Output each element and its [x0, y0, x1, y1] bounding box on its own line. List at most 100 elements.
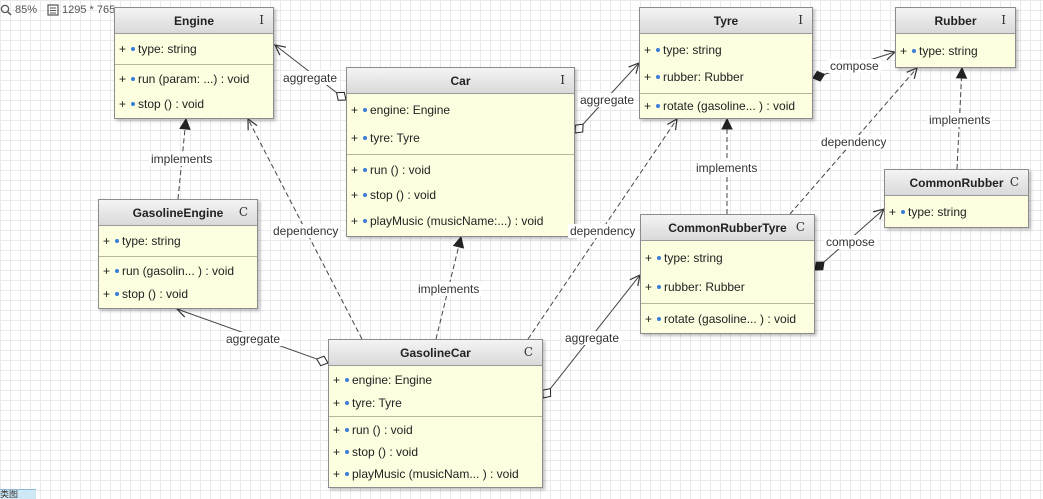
attribute-row[interactable]: +type: string	[99, 234, 257, 248]
member-dot-icon	[115, 292, 119, 297]
public-visibility-icon: +	[644, 70, 652, 85]
implements-edge[interactable]	[435, 235, 465, 340]
member-text: type: string	[138, 42, 197, 56]
interface-stereotype-icon: I	[560, 73, 565, 87]
operation-row[interactable]: +playMusic (musicName:...) : void	[347, 214, 574, 228]
member-text: stop () : void	[370, 188, 437, 203]
public-visibility-icon: +	[333, 423, 341, 437]
attribute-row[interactable]: +engine: Engine	[329, 373, 542, 387]
realization-arrowhead	[179, 117, 191, 131]
canvas-size-indicator: 1295 * 765	[47, 4, 115, 16]
relation-label: aggregate	[578, 93, 637, 107]
public-visibility-icon: +	[103, 263, 111, 278]
public-visibility-icon: +	[645, 250, 653, 265]
public-visibility-icon: +	[119, 72, 127, 87]
aggregation-diamond	[574, 123, 584, 134]
member-dot-icon	[345, 450, 349, 454]
operation-row[interactable]: +stop () : void	[115, 97, 273, 111]
relation-label: implements	[927, 113, 993, 127]
public-visibility-icon: +	[351, 131, 359, 145]
member-text: rotate (gasoline... ) : void	[664, 311, 797, 326]
realization-arrowhead	[452, 235, 465, 249]
attribute-row[interactable]: +type: string	[885, 205, 1028, 219]
aggregation-diamond	[335, 91, 347, 101]
member-text: stop () : void	[138, 96, 205, 111]
public-visibility-icon: +	[103, 234, 111, 248]
canvas-size: 1295 * 765	[62, 4, 116, 16]
attribute-row[interactable]: +rubber: Rubber	[641, 280, 814, 294]
member-text: rubber: Rubber	[664, 279, 745, 294]
relation-label: implements	[694, 161, 760, 175]
class-name: Engine	[173, 13, 214, 28]
member-text: tyre: Tyre	[352, 395, 402, 410]
public-visibility-icon: +	[644, 99, 652, 113]
attributes-section: +type: string+rubber: Rubber	[641, 241, 814, 303]
member-text: stop () : void	[352, 445, 419, 459]
attribute-row[interactable]: +tyre: Tyre	[347, 131, 574, 145]
attributes-section: +type: string	[896, 34, 1015, 67]
member-dot-icon	[345, 377, 349, 382]
member-dot-icon	[901, 209, 905, 214]
relation-label: aggregate	[563, 331, 622, 345]
operation-row[interactable]: +run () : void	[347, 163, 574, 177]
operation-row[interactable]: +run (param: ...) : void	[115, 72, 273, 86]
relation-label: compose	[824, 235, 877, 249]
public-visibility-icon: +	[351, 214, 359, 229]
attribute-row[interactable]: +type: string	[641, 251, 814, 265]
interface-stereotype-icon: I	[259, 13, 264, 27]
aggregate-edge[interactable]	[542, 273, 641, 399]
public-visibility-icon: +	[889, 204, 897, 219]
relation-label: aggregate	[224, 332, 283, 346]
member-dot-icon	[115, 239, 119, 243]
operation-row[interactable]: +stop () : void	[347, 188, 574, 202]
attribute-row[interactable]: +type: string	[640, 43, 812, 57]
attributes-section: +engine: Engine +tyre: Tyre	[329, 366, 542, 416]
operations-section: +run (gasolin... ) : void +stop () : void	[99, 256, 257, 308]
composition-diamond	[812, 70, 826, 82]
attribute-row[interactable]: +rubber: Rubber	[640, 70, 812, 84]
attribute-row[interactable]: +type: string	[896, 44, 1015, 58]
operation-row[interactable]: +rotate (gasoline... ) : void	[640, 99, 812, 113]
implements-edge[interactable]	[955, 66, 968, 170]
attributes-section: +type: string	[115, 34, 273, 64]
class-stereotype-icon: C	[238, 205, 248, 219]
attribute-row[interactable]: +tyre: Tyre	[329, 396, 542, 410]
operation-row[interactable]: +rotate (gasoline... ) : void	[641, 312, 814, 326]
member-text: type: string	[663, 42, 722, 57]
operations-section: +run (param: ...) : void+stop () : void	[115, 64, 273, 118]
member-text: type: string	[919, 43, 978, 58]
relation-label: implements	[149, 152, 215, 166]
member-dot-icon	[115, 268, 119, 273]
operation-row[interactable]: +playMusic (musicNam... ) : void	[329, 467, 542, 481]
member-dot-icon	[131, 77, 135, 82]
attribute-row[interactable]: +type: string	[115, 42, 273, 56]
attribute-row[interactable]: +engine: Engine	[347, 103, 574, 117]
operation-row[interactable]: +stop () : void	[329, 445, 542, 459]
class-name: CommonRubberTyre	[668, 220, 787, 235]
operation-row[interactable]: +run (gasolin... ) : void	[99, 264, 257, 278]
member-dot-icon	[657, 284, 661, 289]
member-dot-icon	[363, 219, 367, 224]
member-text: engine: Engine	[370, 103, 451, 117]
zoom-indicator[interactable]: 85%	[0, 4, 37, 16]
class-stereotype-icon: C	[523, 345, 533, 359]
operation-row[interactable]: +stop () : void	[99, 287, 257, 301]
interface-stereotype-icon: I	[1001, 13, 1006, 27]
member-dot-icon	[657, 316, 661, 321]
magnifier-icon	[0, 4, 12, 16]
operation-row[interactable]: + run () : void	[329, 423, 542, 437]
diagram-tab[interactable]: 类图	[0, 489, 36, 499]
member-text: run () : void	[352, 423, 413, 437]
member-text: engine: Engine	[352, 372, 433, 387]
open-arrowhead	[247, 117, 258, 131]
attributes-section: +type: string	[885, 196, 1028, 227]
